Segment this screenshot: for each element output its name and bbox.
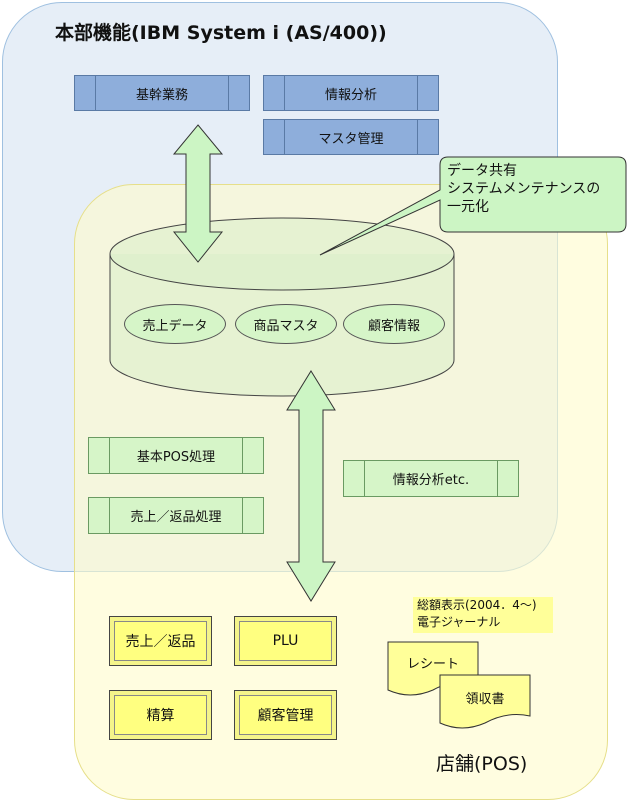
hq-module-core-business: 基幹業務: [74, 75, 250, 111]
db-item-customer-info: 顧客情報: [343, 304, 445, 344]
callout-line: 一元化: [447, 199, 489, 215]
callout-bubble: [319, 156, 627, 256]
db-item-sales-data: 売上データ: [124, 304, 226, 344]
note-box: 総額表示(2004．4〜) 電子ジャーナル: [413, 597, 553, 633]
store-region-title: 店舗(POS): [436, 753, 528, 775]
callout-text: データ共有 システムメンテナンスの 一元化: [447, 162, 600, 216]
hq-db-arrow: [172, 124, 224, 263]
note-line: 総額表示(2004．4〜): [417, 598, 537, 612]
invoice-document-shape: [439, 674, 531, 729]
callout-line: システムメンテナンスの: [447, 181, 601, 197]
pos-button-plu: PLU: [234, 616, 337, 666]
receipt-label: レシート: [406, 657, 459, 672]
pos-button-customer-management: 顧客管理: [234, 690, 337, 740]
pos-button-sales-return: 売上／返品: [109, 616, 212, 666]
invoice-label: 領収書: [465, 692, 505, 707]
database-cylinder-top: [109, 217, 455, 291]
db-item-product-master: 商品マスタ: [235, 304, 337, 344]
process-basic-pos: 基本POS処理: [88, 437, 264, 474]
process-info-analysis-etc: 情報分析etc.: [343, 460, 519, 497]
hq-module-info-analysis: 情報分析: [263, 75, 439, 111]
db-pos-arrow: [286, 370, 336, 602]
process-sales-return: 売上／返品処理: [88, 497, 264, 534]
hq-module-master-management: マスタ管理: [263, 119, 439, 155]
pos-button-settlement: 精算: [109, 690, 212, 740]
hq-region-title: 本部機能(IBM System i (AS/400)): [55, 22, 387, 44]
callout-line: データ共有: [447, 163, 517, 179]
note-line: 電子ジャーナル: [417, 615, 501, 629]
